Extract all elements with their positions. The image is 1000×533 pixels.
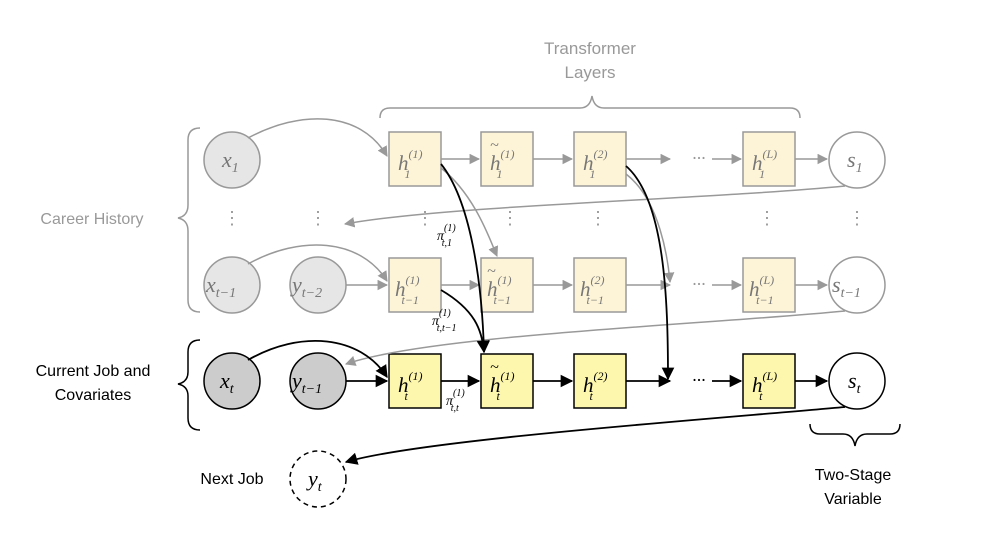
vdots-row: ⋮ ⋮ ⋮ ⋮ ⋮ ⋮ ⋮ [223, 208, 866, 228]
yt-next-label: yt [306, 466, 323, 495]
vdots-h1t: ⋮ [501, 208, 519, 228]
h1-2-box [573, 131, 627, 187]
s1-label: s1 [847, 147, 863, 176]
two-stage-label-line2: Variable [824, 491, 882, 508]
row-1: x1 h(1)1 ~ h(1)1 h(2)1 ··· h(L)1 s1 [203, 131, 886, 189]
yt1-label: yt−1 [290, 368, 322, 397]
career-history-brace [177, 127, 201, 313]
attn-ht1-htt [440, 289, 490, 354]
vdots-y: ⋮ [309, 208, 327, 228]
st1-node [828, 256, 886, 314]
vdots-h1: ⋮ [416, 208, 434, 228]
arrow-h1-ht1t [440, 167, 499, 257]
h1-1-box [388, 131, 442, 187]
arrow-h12-ht12dots [625, 173, 675, 284]
pi-tt1-label: π(1)t,t−1 [432, 308, 457, 334]
ht1-L-box [742, 257, 796, 313]
ht-1-box [388, 353, 442, 409]
ht1-1-box [388, 257, 442, 313]
ht1-2-label: h(2)t−1 [580, 273, 605, 307]
h1-2-label: h(2)1 [583, 147, 608, 181]
s1-node [828, 131, 886, 189]
arrow-s1-back [343, 185, 846, 228]
rowt1-ellipsis: ··· [692, 274, 706, 294]
ht1-1-tilde-tilde: ~ [487, 263, 496, 280]
two-stage-label-line1: Two-Stage [815, 467, 892, 484]
current-job-label-line2: Covariates [55, 387, 131, 404]
row-t: xt yt−1 h(1)t ~ h(1)t h(2)t ··· h(L)t st [203, 352, 886, 410]
ht-L-label: h(L)t [752, 369, 777, 403]
ht-2-box [573, 353, 627, 409]
h1-1-tilde-tilde: ~ [490, 137, 499, 154]
yt2-label: yt−2 [290, 272, 322, 301]
current-arrows [247, 163, 846, 465]
ht-L-box [742, 353, 796, 409]
ht-1-tilde-box [480, 353, 534, 409]
ht-1-tilde-label: h(1)t [490, 369, 515, 403]
transformer-label-line2: Layers [564, 63, 615, 82]
ht-1-label: h(1)t [398, 369, 423, 403]
st-node [828, 352, 886, 410]
attn-h1-htt [440, 163, 490, 354]
xt-label: xt [219, 368, 235, 397]
h1-L-label: h(L)1 [752, 147, 777, 181]
transformer-label-line1: Transformer [544, 39, 636, 58]
h1-1-tilde-box [480, 131, 534, 187]
yt-next-node [289, 450, 347, 508]
ht1-L-label: h(L)t−1 [749, 273, 774, 307]
ht1-2-box [573, 257, 627, 313]
pi-tt-label: π(1)t,t [446, 388, 465, 414]
ht1-1-tilde-label: h(1)t−1 [487, 273, 512, 307]
current-job-label-line1: Current Job and [36, 363, 151, 380]
history-arrows [247, 118, 846, 366]
two-stage-brace [809, 423, 901, 447]
rowt-ellipsis: ··· [692, 370, 706, 390]
vdots-hL: ⋮ [758, 208, 776, 228]
row-t-minus-1: xt−1 yt−2 h(1)t−1 ~ h(1)t−1 h(2)t−1 ··· … [203, 256, 886, 314]
career-history-label: Career History [40, 211, 143, 228]
arrow-xt1-ht1 [247, 244, 388, 282]
arrow-xt-ht [247, 339, 388, 379]
st1-label: st−1 [832, 272, 861, 301]
ht-1-tilde-tilde: ~ [490, 359, 499, 376]
attn-h12-ht2 [625, 165, 675, 381]
next-job-label: Next Job [200, 471, 263, 488]
st-label: st [848, 368, 862, 397]
vdots-h2: ⋮ [589, 208, 607, 228]
current-job-brace [177, 339, 201, 431]
h1-1-label: h(1)1 [398, 147, 423, 181]
arrow-x1-h1 [247, 118, 388, 157]
arrow-st-yt [344, 406, 846, 465]
ht-2-label: h(2)t [583, 369, 608, 403]
ht1-1-label: h(1)t−1 [395, 273, 420, 307]
xt1-node [203, 256, 261, 314]
pi-t1-label: π(1)t,1 [437, 223, 456, 249]
ht1-1-tilde-box [480, 257, 534, 313]
xt-node [203, 352, 261, 410]
row1-ellipsis: ··· [692, 148, 706, 168]
h1-1-tilde-label: h(1)1 [490, 147, 515, 181]
arrow-st1-back [345, 310, 846, 366]
xt1-label: xt−1 [205, 272, 236, 301]
vdots-x: ⋮ [223, 208, 241, 228]
transformer-brace [379, 95, 801, 119]
x1-node [203, 131, 261, 189]
x1-label: x1 [221, 147, 239, 176]
vdots-s: ⋮ [848, 208, 866, 228]
